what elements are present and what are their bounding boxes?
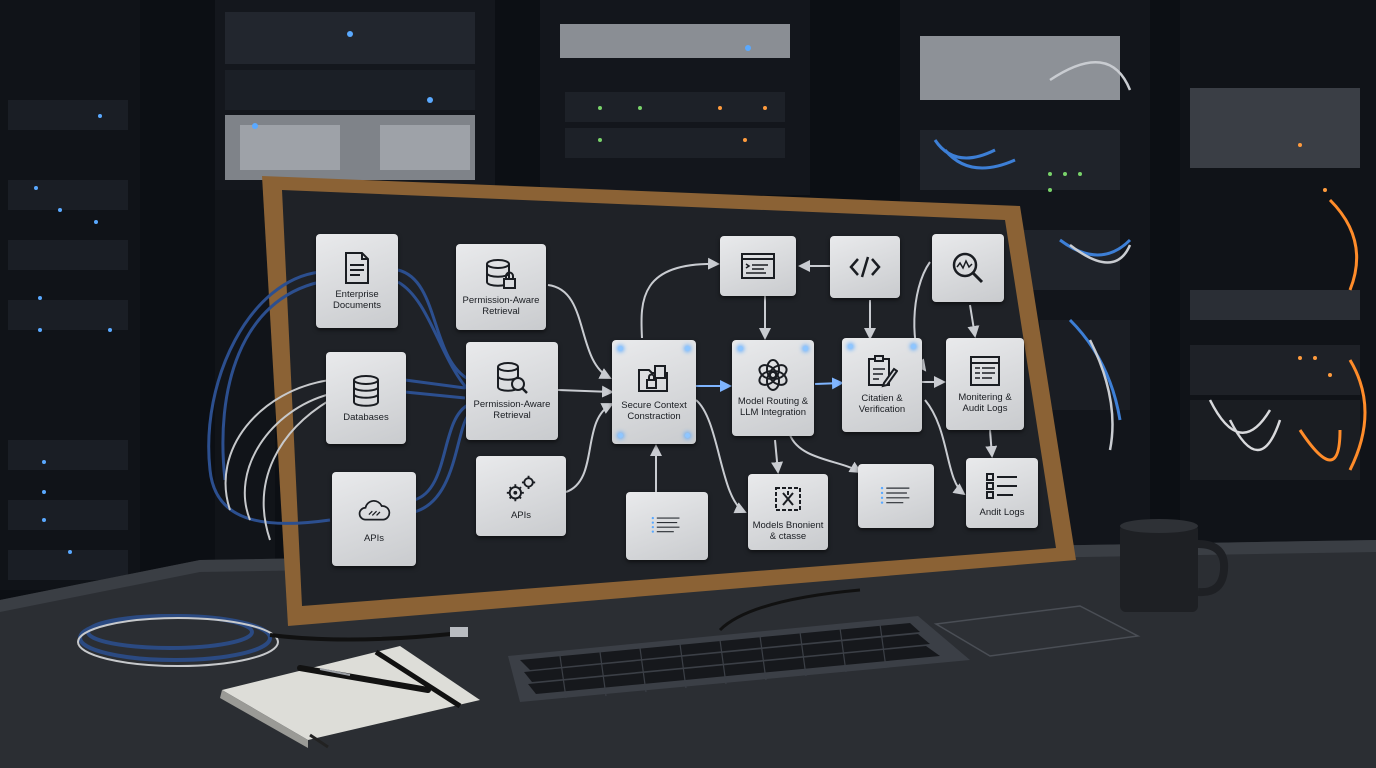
llm-knot-icon: [756, 358, 790, 392]
list-icon: [879, 479, 913, 513]
node-label: Monitering & Audit Logs: [958, 392, 1012, 414]
led-indicator: [738, 346, 743, 351]
node-terminal: [720, 236, 796, 296]
led-indicator: [685, 346, 690, 351]
database-icon: [349, 374, 383, 408]
node-permission-aware-retrieval-top: Permission-Aware Retrieval: [456, 244, 546, 330]
node-label: Model Routing & LLM Integration: [737, 396, 809, 418]
node-label: Models Bnonient & ctasse: [752, 520, 824, 542]
led-indicator: [685, 433, 690, 438]
led-indicator: [911, 344, 916, 349]
code-icon: [848, 250, 882, 284]
node-label: APIs: [510, 509, 532, 521]
node-label: Permission-Aware Retrieval: [473, 399, 551, 421]
node-apis-source: APIs: [332, 472, 416, 566]
gears-icon: [504, 472, 538, 506]
cloud-icon: [357, 495, 391, 529]
node-label: Databases: [343, 411, 389, 423]
node-label: Andit Logs: [979, 506, 1025, 518]
node-apis-mid: APIs: [476, 456, 566, 536]
node-permission-aware-retrieval: Permission-Aware Retrieval: [466, 342, 558, 440]
node-model-routing: Model Routing & LLM Integration: [732, 340, 814, 436]
folder-lock-icon: [637, 362, 671, 396]
node-context-list: [626, 492, 708, 560]
model-box-icon: [771, 482, 805, 516]
search-chart-icon: [951, 251, 985, 285]
list-icon: [650, 509, 684, 543]
node-verification-list: [858, 464, 934, 528]
node-audit-logs: Andit Logs: [966, 458, 1038, 528]
led-indicator: [803, 346, 808, 351]
keyboard: [508, 616, 970, 702]
node-label: Secure Context Constraction: [621, 400, 687, 422]
node-code: [830, 236, 900, 298]
database-lock-icon: [484, 257, 518, 291]
node-search-chart: [932, 234, 1004, 302]
coffee-mug: [1120, 519, 1229, 612]
checklist-icon: [985, 469, 1019, 503]
document-pen-icon: [865, 355, 899, 389]
node-label: APIs: [363, 532, 385, 544]
notebook: [220, 646, 480, 749]
node-citation-verification: Citatien & Verification: [842, 338, 922, 432]
node-enterprise-documents: Enterprise Documents: [316, 234, 398, 328]
pen: [297, 665, 431, 693]
database-search-icon: [495, 361, 529, 395]
led-indicator: [848, 344, 853, 349]
terminal-window-icon: [741, 249, 775, 283]
node-secure-context-construction: Secure Context Constraction: [612, 340, 696, 444]
led-indicator: [618, 433, 623, 438]
node-label: Permission-Aware Retrieval: [462, 295, 540, 317]
led-indicator: [618, 346, 623, 351]
trackpad: [933, 605, 1141, 657]
node-databases: Databases: [326, 352, 406, 444]
node-label: Enterprise Documents: [332, 289, 382, 311]
log-window-icon: [968, 354, 1002, 388]
node-monitoring-audit: Monitering & Audit Logs: [946, 338, 1024, 430]
node-label: Citatien & Verification: [858, 393, 906, 415]
node-models-environment: Models Bnonient & ctasse: [748, 474, 828, 550]
document-icon: [340, 251, 374, 285]
